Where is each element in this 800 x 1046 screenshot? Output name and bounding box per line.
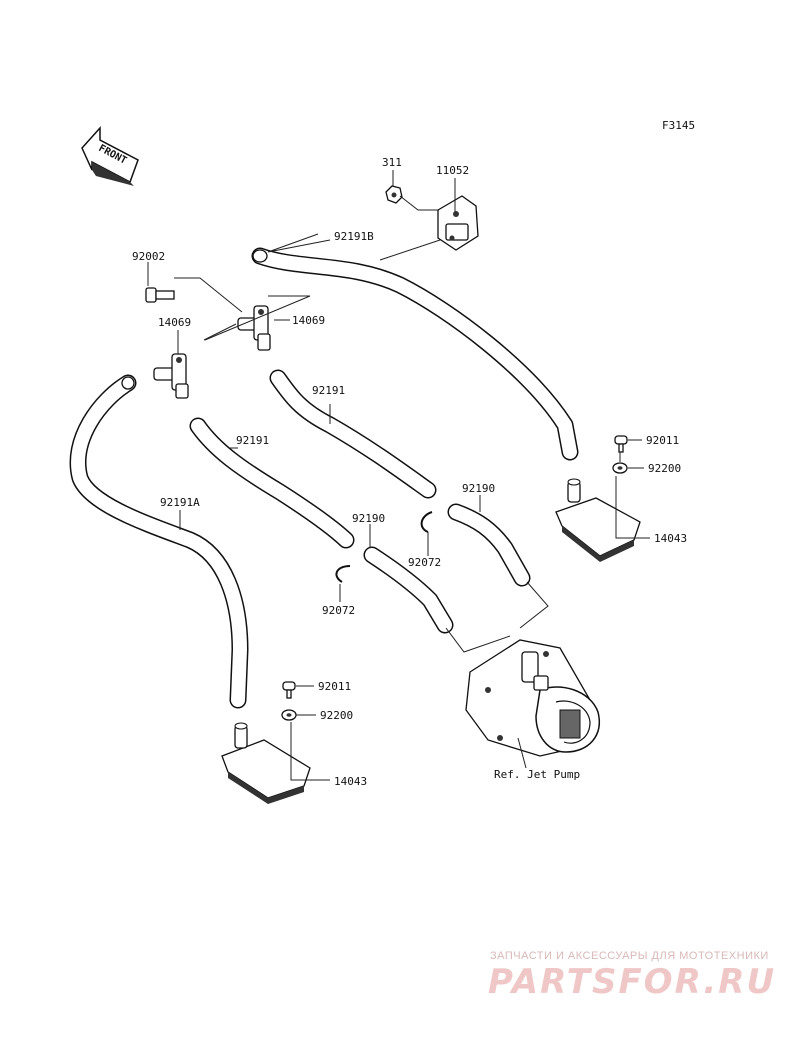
strainer-14043-left [221,722,311,804]
elbow-fitting-left [153,353,189,399]
watermark-tagline: ЗАПЧАСТИ И АКСЕССУАРЫ ДЛЯ МОТОТЕХНИКИ [490,950,769,962]
leader-lines [147,170,650,781]
label-92011-left: 92011 [318,680,351,693]
nut-311 [385,185,403,204]
strainer-14043-right [555,478,641,562]
clamp-92072-right [420,511,433,533]
label-92011-right: 92011 [646,434,679,447]
elbow-fitting-right [237,305,271,351]
hose-92191-upper [269,369,437,499]
bolt-92011-left [282,681,296,699]
label-ref-jet-pump: Ref. Jet Pump [494,768,580,781]
clamp-92072-left [335,565,351,583]
jet-pump [465,639,600,757]
label-92191A: 92191A [160,496,200,509]
watermark-brand: PARTSFOR.RU [488,962,777,1002]
bolt-92002 [145,287,175,303]
label-92191B: 92191B [334,230,374,243]
label-92200-left: 92200 [320,709,353,722]
label-92191-upper: 92191 [312,384,345,397]
label-92200-right: 92200 [648,462,681,475]
label-92190-left: 92190 [352,512,385,525]
label-14069-left: 14069 [158,316,191,329]
bracket-11052 [437,195,479,251]
label-92072-left: 92072 [322,604,355,617]
label-92002: 92002 [132,250,165,263]
label-92190-right: 92190 [462,482,495,495]
label-14043-right: 14043 [654,532,687,545]
front-arrow-icon: FRONT [81,126,139,186]
washer-92200-left [281,709,297,721]
label-92191-lower: 92191 [236,434,269,447]
hose-92191B [251,247,579,461]
hose-92191A [69,374,249,709]
figure-code: F3145 [662,119,695,132]
bolt-92011-right [614,435,628,453]
hose-92190-left [363,546,454,634]
hose-92190-right [447,503,531,587]
label-92072-right: 92072 [408,556,441,569]
label-311: 311 [382,156,402,169]
hose-92191-lower [189,417,355,549]
label-11052: 11052 [436,164,469,177]
label-14043-left: 14043 [334,775,367,788]
washer-92200-right [612,462,628,474]
label-14069-right: 14069 [292,314,325,327]
